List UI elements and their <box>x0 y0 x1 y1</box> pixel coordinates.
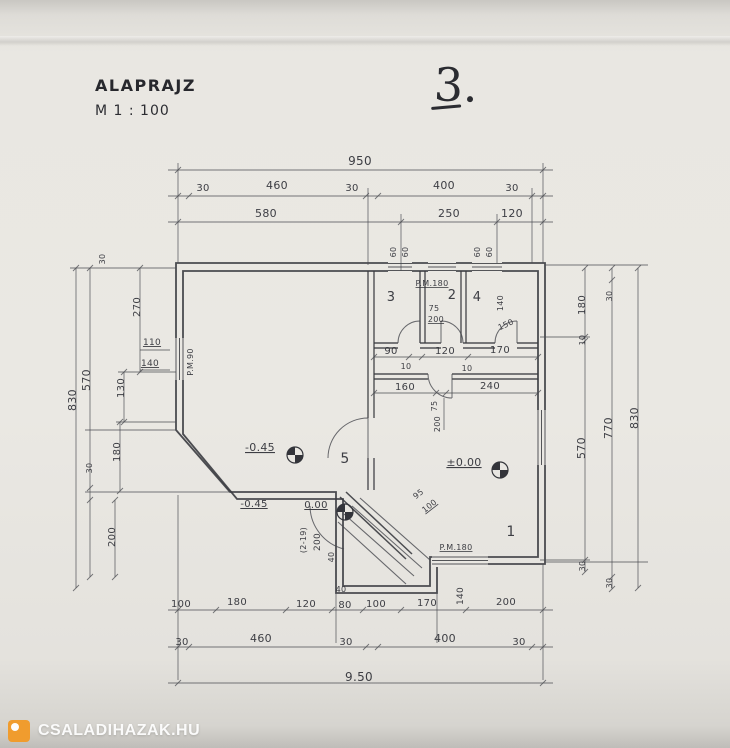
dimension-label: 200 <box>433 416 442 432</box>
room-number: 2 <box>448 288 457 303</box>
dimension-label: P.M.180 <box>440 543 473 552</box>
watermark: CSALADIHAZAK.HU <box>8 720 200 742</box>
dimension-label: 120 <box>296 599 316 610</box>
dimension-label: 110 <box>143 338 161 348</box>
dimension-label: 170 <box>490 345 510 356</box>
dimension-label: 770 <box>602 417 615 439</box>
interior-partitions <box>367 271 538 490</box>
dimension-label: 170 <box>417 598 437 609</box>
dimension-label: 40 <box>336 585 347 594</box>
dimension-label: 75 <box>429 304 440 313</box>
dimension-label: 60 <box>401 247 410 258</box>
dimension-label: 140 <box>141 359 159 369</box>
dimension-label: 60 <box>485 247 494 258</box>
dimension-label: 160 <box>395 382 415 393</box>
exterior-walls <box>175 262 546 594</box>
dimension-label: 580 <box>255 207 277 220</box>
dimension-label: 60 <box>473 247 482 258</box>
room-number: 4 <box>473 290 482 305</box>
dimension-label: 30 <box>98 254 107 265</box>
dimension-label: 0.00 <box>304 500 327 511</box>
dimension-label: 140 <box>496 295 505 311</box>
dimension-label: 270 <box>132 297 143 317</box>
dimension-label: 180 <box>112 442 123 462</box>
dimension-label: 30 <box>505 183 518 194</box>
dimension-label: 30 <box>85 463 94 474</box>
dimension-label: (2-19) <box>299 527 308 553</box>
dimension-label: P.M.90 <box>186 348 195 376</box>
dimension-lines <box>70 163 648 687</box>
dimension-label: 30 <box>578 561 587 572</box>
dimension-label: 100 <box>366 599 386 610</box>
entrance-stairs <box>337 497 431 585</box>
dimension-label: 570 <box>80 369 93 391</box>
dimension-label: 30 <box>345 183 358 194</box>
dimension-label: 100 <box>171 599 191 610</box>
dimension-label: 180 <box>227 597 247 608</box>
dimension-label: 9.50 <box>345 670 373 684</box>
doors <box>309 320 518 550</box>
dimension-label: 75 <box>430 401 439 412</box>
room-number: 5 <box>340 451 349 467</box>
dimension-label: 90 <box>384 346 397 357</box>
dimension-label: 30 <box>512 637 525 648</box>
dimension-label: 95 <box>411 487 425 501</box>
dimension-label: 30 <box>175 637 188 648</box>
dimension-label: 120 <box>501 207 523 220</box>
dimension-label: 30 <box>196 183 209 194</box>
dimension-label: 120 <box>435 346 455 357</box>
dimension-label: ±0.00 <box>446 456 481 469</box>
dimension-label: 30 <box>339 637 352 648</box>
dimension-label: 60 <box>389 247 398 258</box>
dimension-label: P.M.180 <box>416 279 449 288</box>
watermark-logo-icon <box>8 720 30 742</box>
dimension-label: 950 <box>348 154 372 168</box>
dimension-label: 200 <box>107 527 118 547</box>
dimension-label: 400 <box>433 179 455 192</box>
dimension-label: 200 <box>428 315 444 324</box>
dimension-label: 570 <box>575 437 588 459</box>
dimension-label: 30 <box>605 291 614 302</box>
dimension-label: 180 <box>577 295 588 315</box>
dimension-label: 100 <box>420 498 438 515</box>
dimension-label: 130 <box>116 378 127 398</box>
drawing-scale: M 1 : 100 <box>95 103 170 119</box>
dimension-label: 400 <box>434 632 456 645</box>
dimension-label: 200 <box>313 533 323 551</box>
paper-crease <box>0 36 730 46</box>
dimension-label: 150 <box>497 317 515 332</box>
drawing-header: ALAPRAJZ M 1 : 100 <box>95 76 196 119</box>
dimension-label: 80 <box>338 600 351 611</box>
dimension-label: 830 <box>628 407 641 429</box>
dimension-label: 10 <box>401 362 412 371</box>
dimension-label: 10 <box>462 364 473 373</box>
dimension-label: -0.45 <box>240 499 267 510</box>
dimension-label: 240 <box>480 381 500 392</box>
level-markers <box>286 446 509 521</box>
drawing-title: ALAPRAJZ <box>95 76 196 95</box>
dimension-label: 250 <box>438 207 460 220</box>
dimension-label: 830 <box>66 389 79 411</box>
room-number: 1 <box>506 524 515 540</box>
room-number: 3 <box>387 290 396 305</box>
watermark-text: CSALADIHAZAK.HU <box>38 722 201 739</box>
dimension-label: 460 <box>266 179 288 192</box>
dimension-label: 460 <box>250 632 272 645</box>
dimension-label: 200 <box>496 597 516 608</box>
dimension-label: 140 <box>456 587 466 605</box>
dimension-label: 30 <box>605 578 614 589</box>
windows <box>173 261 548 567</box>
dimension-label: -0.45 <box>245 441 275 454</box>
dimension-label: 10 <box>578 335 587 346</box>
dimension-label: 40 <box>327 552 336 563</box>
